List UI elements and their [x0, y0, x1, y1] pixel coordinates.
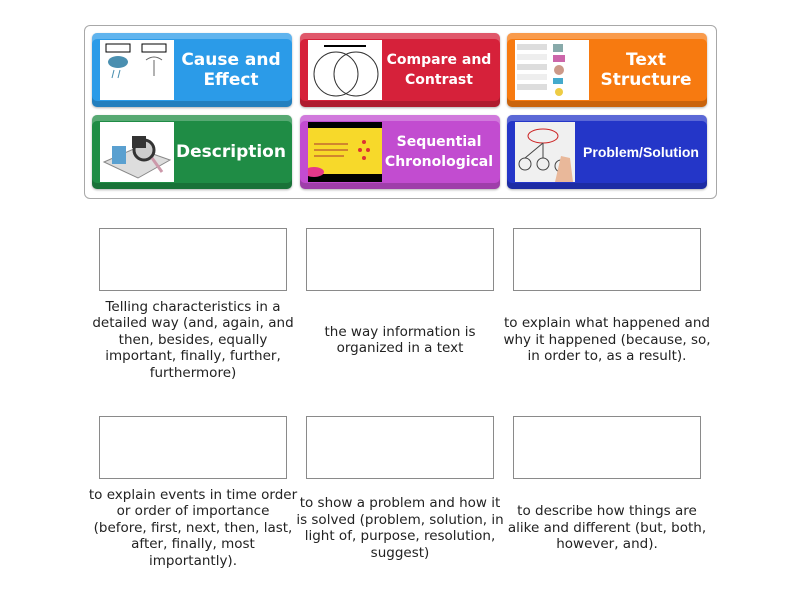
definition-text: the way information is organized in a te…: [324, 323, 476, 357]
tile-label: Description: [176, 142, 286, 162]
definition-text: to describe how things are alike and dif…: [507, 503, 707, 553]
definition-text: to show a problem and how it is solved (…: [296, 495, 504, 561]
drop-target-box[interactable]: [99, 416, 287, 479]
drop-target-box[interactable]: [99, 228, 287, 291]
tile-description[interactable]: Description: [92, 115, 292, 189]
sequence-slide-image: [308, 122, 382, 182]
venn-diagram-image: [308, 40, 382, 100]
tile-sequential-chronological[interactable]: Sequential Chronological: [300, 115, 500, 189]
tile-label: Compare and Contrast: [386, 52, 492, 88]
tile-label: Problem/Solution: [583, 144, 699, 160]
tile-problem-solution[interactable]: Problem/Solution: [507, 115, 707, 189]
definition-text: to explain what happened and why it happ…: [503, 315, 711, 365]
text-structure-chart-image: [515, 40, 589, 100]
tile-compare-and-contrast[interactable]: Compare and Contrast: [300, 33, 500, 107]
cause-effect-image: [100, 40, 174, 100]
drop-target-box[interactable]: [513, 416, 701, 479]
tile-text-structure[interactable]: Text Structure: [507, 33, 707, 107]
tile-label: Text Structure: [600, 50, 692, 90]
definition-text: Telling characteristics in a detailed wa…: [92, 298, 294, 381]
drop-target-box[interactable]: [513, 228, 701, 291]
drop-target-box[interactable]: [306, 416, 494, 479]
drop-target-box[interactable]: [306, 228, 494, 291]
problem-diagram-image: [515, 122, 575, 182]
definition-text: to explain events in time order or order…: [88, 486, 298, 569]
tile-label: Sequential Chronological: [384, 134, 494, 170]
tile-cause-and-effect[interactable]: Cause and Effect: [92, 33, 292, 107]
tile-label: Cause and Effect: [181, 50, 281, 90]
book-magnifier-image: [100, 122, 174, 182]
